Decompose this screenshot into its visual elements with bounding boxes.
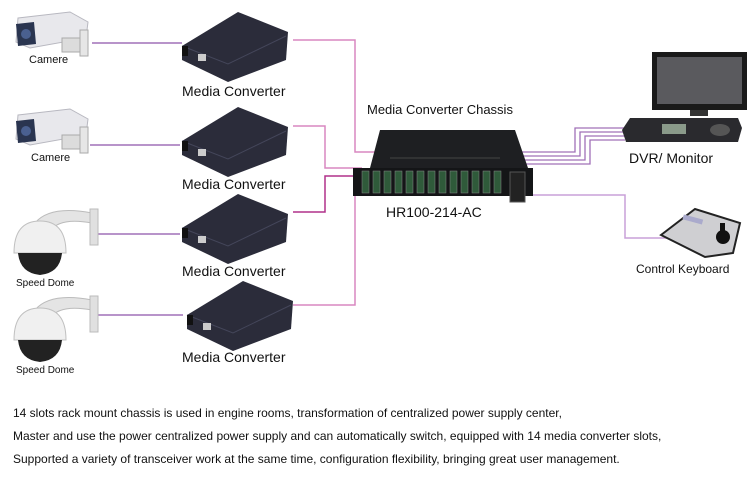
chassis-slot	[372, 170, 381, 194]
dvr-monitor-icon	[622, 52, 747, 142]
media-converter-label: Media Converter	[182, 83, 286, 99]
media-converter-icon	[181, 194, 288, 264]
wire-dvr-2	[520, 131, 625, 157]
chassis-slot	[438, 170, 447, 194]
camera-label: Camere	[29, 54, 69, 66]
chassis-slot	[405, 170, 414, 194]
box-camera-icon	[15, 11, 89, 57]
media-converter-icon	[186, 281, 293, 351]
wire-dvr-1	[520, 127, 625, 153]
control-keyboard-label: Control Keyboard	[636, 262, 730, 276]
wire-dvr-4	[520, 139, 625, 165]
chassis-slot	[394, 170, 403, 194]
chassis-slot	[471, 170, 480, 194]
description-line: Supported a variety of transceiver work …	[13, 452, 620, 466]
description-line: Master and use the power centralized pow…	[13, 429, 662, 443]
wire-converter-3	[293, 175, 362, 213]
speed-dome-label: Speed Dome	[16, 278, 75, 289]
media-converter-icon	[181, 107, 288, 177]
chassis-slot	[449, 170, 458, 194]
chassis-icon	[353, 130, 533, 203]
speed-dome-icon	[13, 208, 99, 275]
chassis-slot	[427, 170, 436, 194]
wire-keyboard	[528, 194, 672, 239]
speed-dome-label: Speed Dome	[16, 365, 75, 376]
wire-dvr-3	[520, 135, 625, 161]
dvr-monitor-label: DVR/ Monitor	[629, 150, 714, 166]
media-converter-label: Media Converter	[182, 349, 286, 365]
wire-converter-4	[293, 189, 370, 306]
chassis-model: HR100-214-AC	[386, 204, 482, 220]
media-converter-label: Media Converter	[182, 263, 286, 279]
camera-label: Camere	[31, 152, 71, 164]
chassis-slot	[383, 170, 392, 194]
chassis-slot	[361, 170, 370, 194]
chassis-slot	[460, 170, 469, 194]
chassis-slot	[482, 170, 491, 194]
media-converter-icon	[181, 12, 288, 82]
media-converter-label: Media Converter	[182, 176, 286, 192]
chassis-slot	[416, 170, 425, 194]
wire-converter-1	[293, 39, 380, 153]
wire-converter-2	[293, 125, 362, 169]
box-camera-icon	[15, 108, 89, 154]
speed-dome-icon	[13, 295, 99, 362]
chassis-slot	[493, 170, 502, 194]
chassis-title: Media Converter Chassis	[367, 102, 513, 117]
control-keyboard-icon	[659, 207, 742, 259]
description-line: 14 slots rack mount chassis is used in e…	[13, 406, 562, 420]
